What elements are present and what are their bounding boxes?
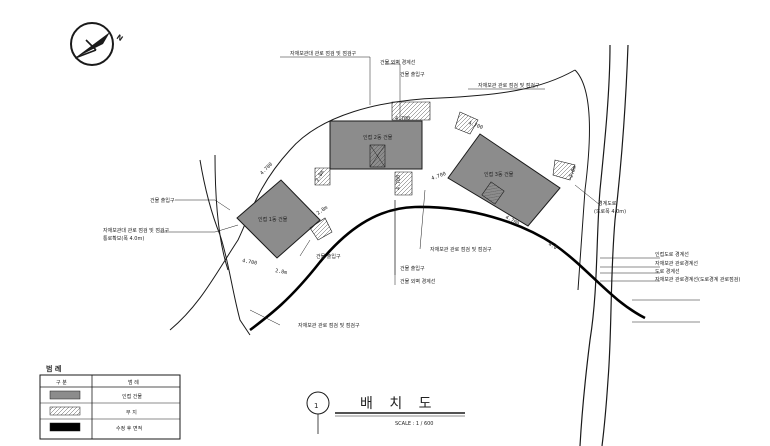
building-1: 인접 1동 건물 bbox=[236, 179, 321, 259]
callout-text: 자재보관대 관로 점검 및 점검구 bbox=[290, 50, 357, 57]
building-1-label: 인접 1동 건물 bbox=[258, 216, 288, 223]
legend-row-label: 부 지 bbox=[126, 409, 137, 416]
site-boundary bbox=[169, 69, 590, 336]
dimension-label: 4.700 bbox=[431, 171, 447, 182]
building-3: 인접 3동 건물 bbox=[447, 133, 561, 227]
callout-text: 자재보관 관로경계선 bbox=[655, 260, 698, 267]
dimension-label: 2.8m bbox=[568, 165, 578, 178]
legend-row-label: 수정 후 면적 bbox=[116, 425, 142, 432]
drawing-number: 1 bbox=[314, 402, 318, 410]
callout-text: 자재보관 관로경계선(도로경계 관로점검) bbox=[655, 276, 740, 283]
callout-text: 도로 경계선 bbox=[655, 268, 680, 275]
building-3-label: 인접 3동 건물 bbox=[484, 171, 514, 178]
legend-title: 범 례 bbox=[46, 364, 61, 373]
callout-text: 자재보관 관로 점검 및 점검구 bbox=[478, 82, 540, 89]
dimension-label: 4.0 bbox=[547, 242, 558, 252]
callout-text: 건물 출입구 bbox=[400, 71, 425, 78]
dimension-label: 2.8m bbox=[315, 170, 326, 183]
title-block: 1 배 치 도 SCALE : 1 / 600 bbox=[306, 391, 465, 434]
dimension-label: 2.8m bbox=[275, 268, 288, 276]
dimension-label: 4.700 bbox=[259, 162, 274, 177]
callout-text: (도로폭 4.0m) bbox=[594, 209, 626, 215]
bold-boundary bbox=[249, 205, 646, 332]
legend-swatch-black bbox=[49, 422, 81, 432]
dimension-label: 4.700 bbox=[242, 258, 258, 267]
callout-text: 자재보관대 관로 점검 및 점검구 bbox=[103, 227, 170, 234]
callout-text: 자재보관 관로 점검 및 점검구 bbox=[298, 322, 360, 329]
callout-text: 건물 출입구 bbox=[150, 197, 175, 204]
callout-text: 건물 출입구 bbox=[316, 253, 341, 260]
dimension-label: 4.700 bbox=[467, 120, 483, 131]
callout-text: 자재보관 관로 점검 및 점검구 bbox=[430, 246, 492, 253]
callout-text: 건물 출입구 bbox=[400, 265, 425, 272]
north-letter: N bbox=[115, 33, 125, 43]
dimension-label: 4.700 bbox=[395, 116, 410, 122]
dimension-label: 4.700 bbox=[396, 175, 402, 190]
legend-swatch-gray bbox=[49, 390, 81, 400]
right-road bbox=[579, 44, 700, 446]
legend-row-label: 인접 건물 bbox=[122, 393, 142, 400]
setback-zones bbox=[309, 101, 576, 241]
drawing-title: 배 치 도 bbox=[360, 396, 438, 412]
legend-swatch-hatch bbox=[49, 406, 81, 416]
legend-header-col2: 범 례 bbox=[128, 379, 139, 386]
leader-lines bbox=[160, 56, 660, 326]
dimension-label: 2.8m bbox=[316, 205, 329, 217]
building-2: 인접 2동 건물 bbox=[329, 120, 423, 170]
callout-text: 건물 외벽 경계선 bbox=[380, 59, 416, 66]
building-2-label: 인접 2동 건물 bbox=[363, 134, 393, 141]
legend-header-col1: 구 분 bbox=[56, 380, 67, 386]
callouts: 자재보관대 관로 점검 및 점검구 건물 외벽 경계선 건물 출입구 자재보관 … bbox=[103, 50, 740, 329]
callout-text: 경계도로 bbox=[598, 200, 617, 207]
callout-text: 통로확보(폭 4.0m) bbox=[103, 235, 144, 242]
drawing-scale: SCALE : 1 / 600 bbox=[395, 421, 433, 427]
legend: 범 례 구 분 범 례 인접 건물 부 지 수정 후 면적 bbox=[39, 364, 181, 440]
north-arrow-icon: N bbox=[70, 22, 125, 66]
callout-text: 인접도로 경계선 bbox=[655, 251, 689, 258]
callout-text: 건물 외벽 경계선 bbox=[400, 278, 436, 285]
